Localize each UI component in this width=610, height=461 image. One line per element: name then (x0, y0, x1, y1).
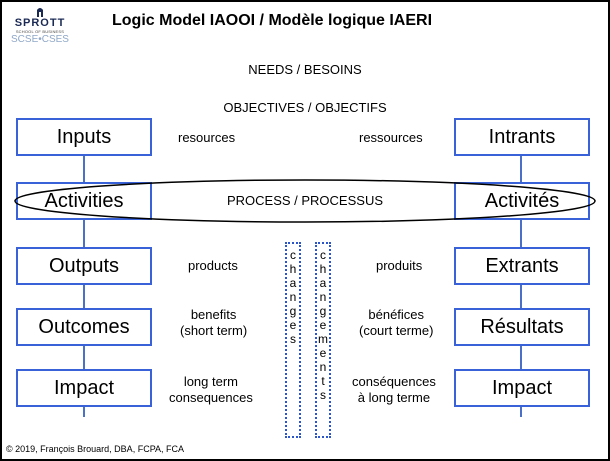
note-benefices: bénéfices (court terme) (359, 307, 434, 338)
note-resources: resources (178, 130, 236, 145)
logo-dept: SCSE•CSES (11, 34, 69, 45)
copyright-footer: © 2019, François Brouard, DBA, FCPA, FCA (6, 444, 185, 454)
logo-brand: SPROTT (14, 17, 66, 29)
logo-subtitle: SCHOOL OF BUSINESS (15, 29, 65, 34)
note-benefits: benefits (short term) (180, 307, 248, 338)
note-ressources: ressources (359, 130, 423, 145)
note-long-term: long term consequences (169, 374, 253, 405)
note-products: products (188, 258, 238, 273)
box-resultats: Résultats (454, 308, 590, 346)
page-title: Logic Model IAOOI / Modèle logique IAERI (112, 12, 433, 29)
box-impact-fr: Impact (454, 369, 590, 407)
note-produits: produits (376, 258, 423, 273)
process-label: PROCESS / PROCESSUS (226, 193, 384, 208)
box-activities: Activities (16, 182, 152, 220)
note-long-terme: conséquences à long terme (352, 374, 436, 405)
box-inputs: Inputs (16, 118, 152, 156)
objectives-label: OBJECTIVES / OBJECTIFS (223, 100, 387, 115)
box-outcomes: Outcomes (16, 308, 152, 346)
box-outputs: Outputs (16, 247, 152, 285)
needs-label: NEEDS / BESOINS (248, 62, 362, 77)
box-activites: Activités (454, 182, 590, 220)
sprott-crest-icon (37, 8, 43, 17)
box-impact: Impact (16, 369, 152, 407)
sprott-logo: SPROTT SCHOOL OF BUSINESS SCSE•CSES (8, 6, 72, 58)
box-intrants: Intrants (454, 118, 590, 156)
box-extrants: Extrants (454, 247, 590, 285)
